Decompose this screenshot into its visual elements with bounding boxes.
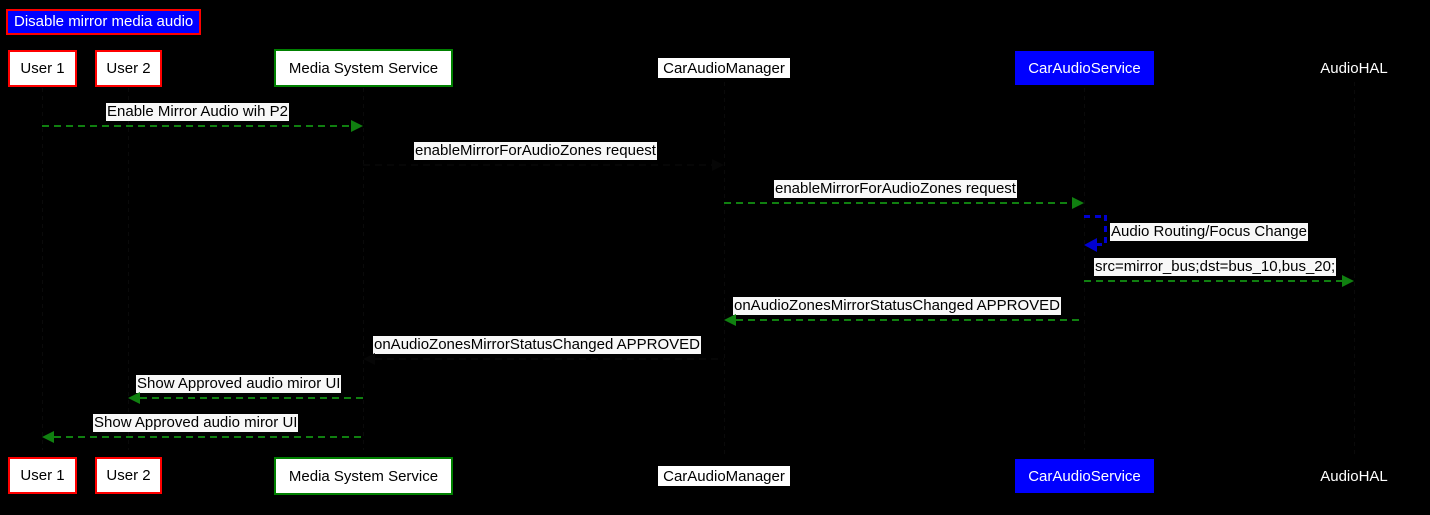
self-message-top-segment-4 [1084, 215, 1107, 218]
participant-label: CarAudioManager [663, 467, 785, 485]
lifeline-car-audio-service [1084, 88, 1085, 450]
participant-user1-bottom[interactable]: User 1 [8, 457, 77, 494]
message-arrow-line-8 [140, 397, 363, 399]
message-arrow-line-1 [42, 125, 351, 127]
lifeline-media-system-service [363, 88, 364, 450]
participant-label: CarAudioManager [663, 59, 785, 77]
message-arrow-head-8 [128, 392, 140, 404]
message-label-8: Show Approved audio miror UI [136, 375, 342, 393]
participant-label: User 1 [20, 60, 65, 77]
participant-audio-hal-top[interactable]: AudioHAL [1300, 58, 1408, 78]
participant-label: Media System Service [288, 467, 439, 485]
message-label-7: onAudioZonesMirrorStatusChanged APPROVED [373, 336, 702, 354]
message-arrow-head-1 [351, 120, 363, 132]
participant-car-audio-service-bottom[interactable]: CarAudioService [1015, 459, 1154, 493]
message-arrow-line-7 [375, 358, 724, 360]
message-arrow-head-7 [363, 353, 375, 365]
message-label-6: onAudioZonesMirrorStatusChanged APPROVED [733, 297, 1062, 315]
message-arrow-head-2 [712, 159, 724, 171]
participant-label: CarAudioService [1028, 59, 1141, 77]
participant-media-system-service-top[interactable]: Media System Service [274, 49, 453, 87]
message-arrow-line-5 [1084, 280, 1342, 282]
message-label-2: enableMirrorForAudioZones request [414, 142, 657, 160]
participant-audio-hal-bottom[interactable]: AudioHAL [1300, 466, 1408, 486]
participant-label: Media System Service [288, 59, 439, 77]
participant-user1-top[interactable]: User 1 [8, 50, 77, 87]
participant-user2-top[interactable]: User 2 [95, 50, 162, 87]
participant-user2-bottom[interactable]: User 2 [95, 457, 162, 494]
message-arrow-line-6 [736, 319, 1084, 321]
lifeline-user2 [128, 88, 129, 450]
message-arrow-line-9 [54, 436, 363, 438]
participant-label: AudioHAL [1320, 467, 1388, 485]
participant-label: User 1 [20, 467, 65, 484]
lifeline-user1 [42, 88, 43, 450]
message-arrow-line-2 [363, 164, 712, 166]
message-arrow-head-6 [724, 314, 736, 326]
participant-label: User 2 [106, 60, 151, 77]
participant-label: CarAudioService [1028, 467, 1141, 485]
message-arrow-line-3 [724, 202, 1072, 204]
participant-label: AudioHAL [1320, 59, 1388, 77]
lifeline-audio-hal [1354, 82, 1355, 456]
participant-car-audio-service-top[interactable]: CarAudioService [1015, 51, 1154, 85]
message-arrow-head-5 [1342, 275, 1354, 287]
diagram-title: Disable mirror media audio [6, 9, 202, 35]
participant-car-audio-manager-bottom[interactable]: CarAudioManager [658, 466, 790, 486]
participant-media-system-service-bottom[interactable]: Media System Service [274, 457, 453, 495]
participant-car-audio-manager-top[interactable]: CarAudioManager [658, 58, 790, 78]
self-message-right-segment-4 [1104, 215, 1107, 246]
message-label-9: Show Approved audio miror UI [93, 414, 299, 432]
message-label-3: enableMirrorForAudioZones request [774, 180, 1017, 198]
message-arrow-head-3 [1072, 197, 1084, 209]
participant-label: User 2 [106, 467, 151, 484]
message-label-4: Audio Routing/Focus Change [1110, 223, 1308, 241]
self-message-arrow-head-4 [1084, 238, 1097, 252]
message-label-5: src=mirror_bus;dst=bus_10,bus_20; [1094, 258, 1337, 276]
lifeline-car-audio-manager [724, 82, 725, 456]
message-label-1: Enable Mirror Audio wih P2 [106, 103, 289, 121]
self-message-bottom-segment-4 [1096, 243, 1107, 246]
message-arrow-head-9 [42, 431, 54, 443]
